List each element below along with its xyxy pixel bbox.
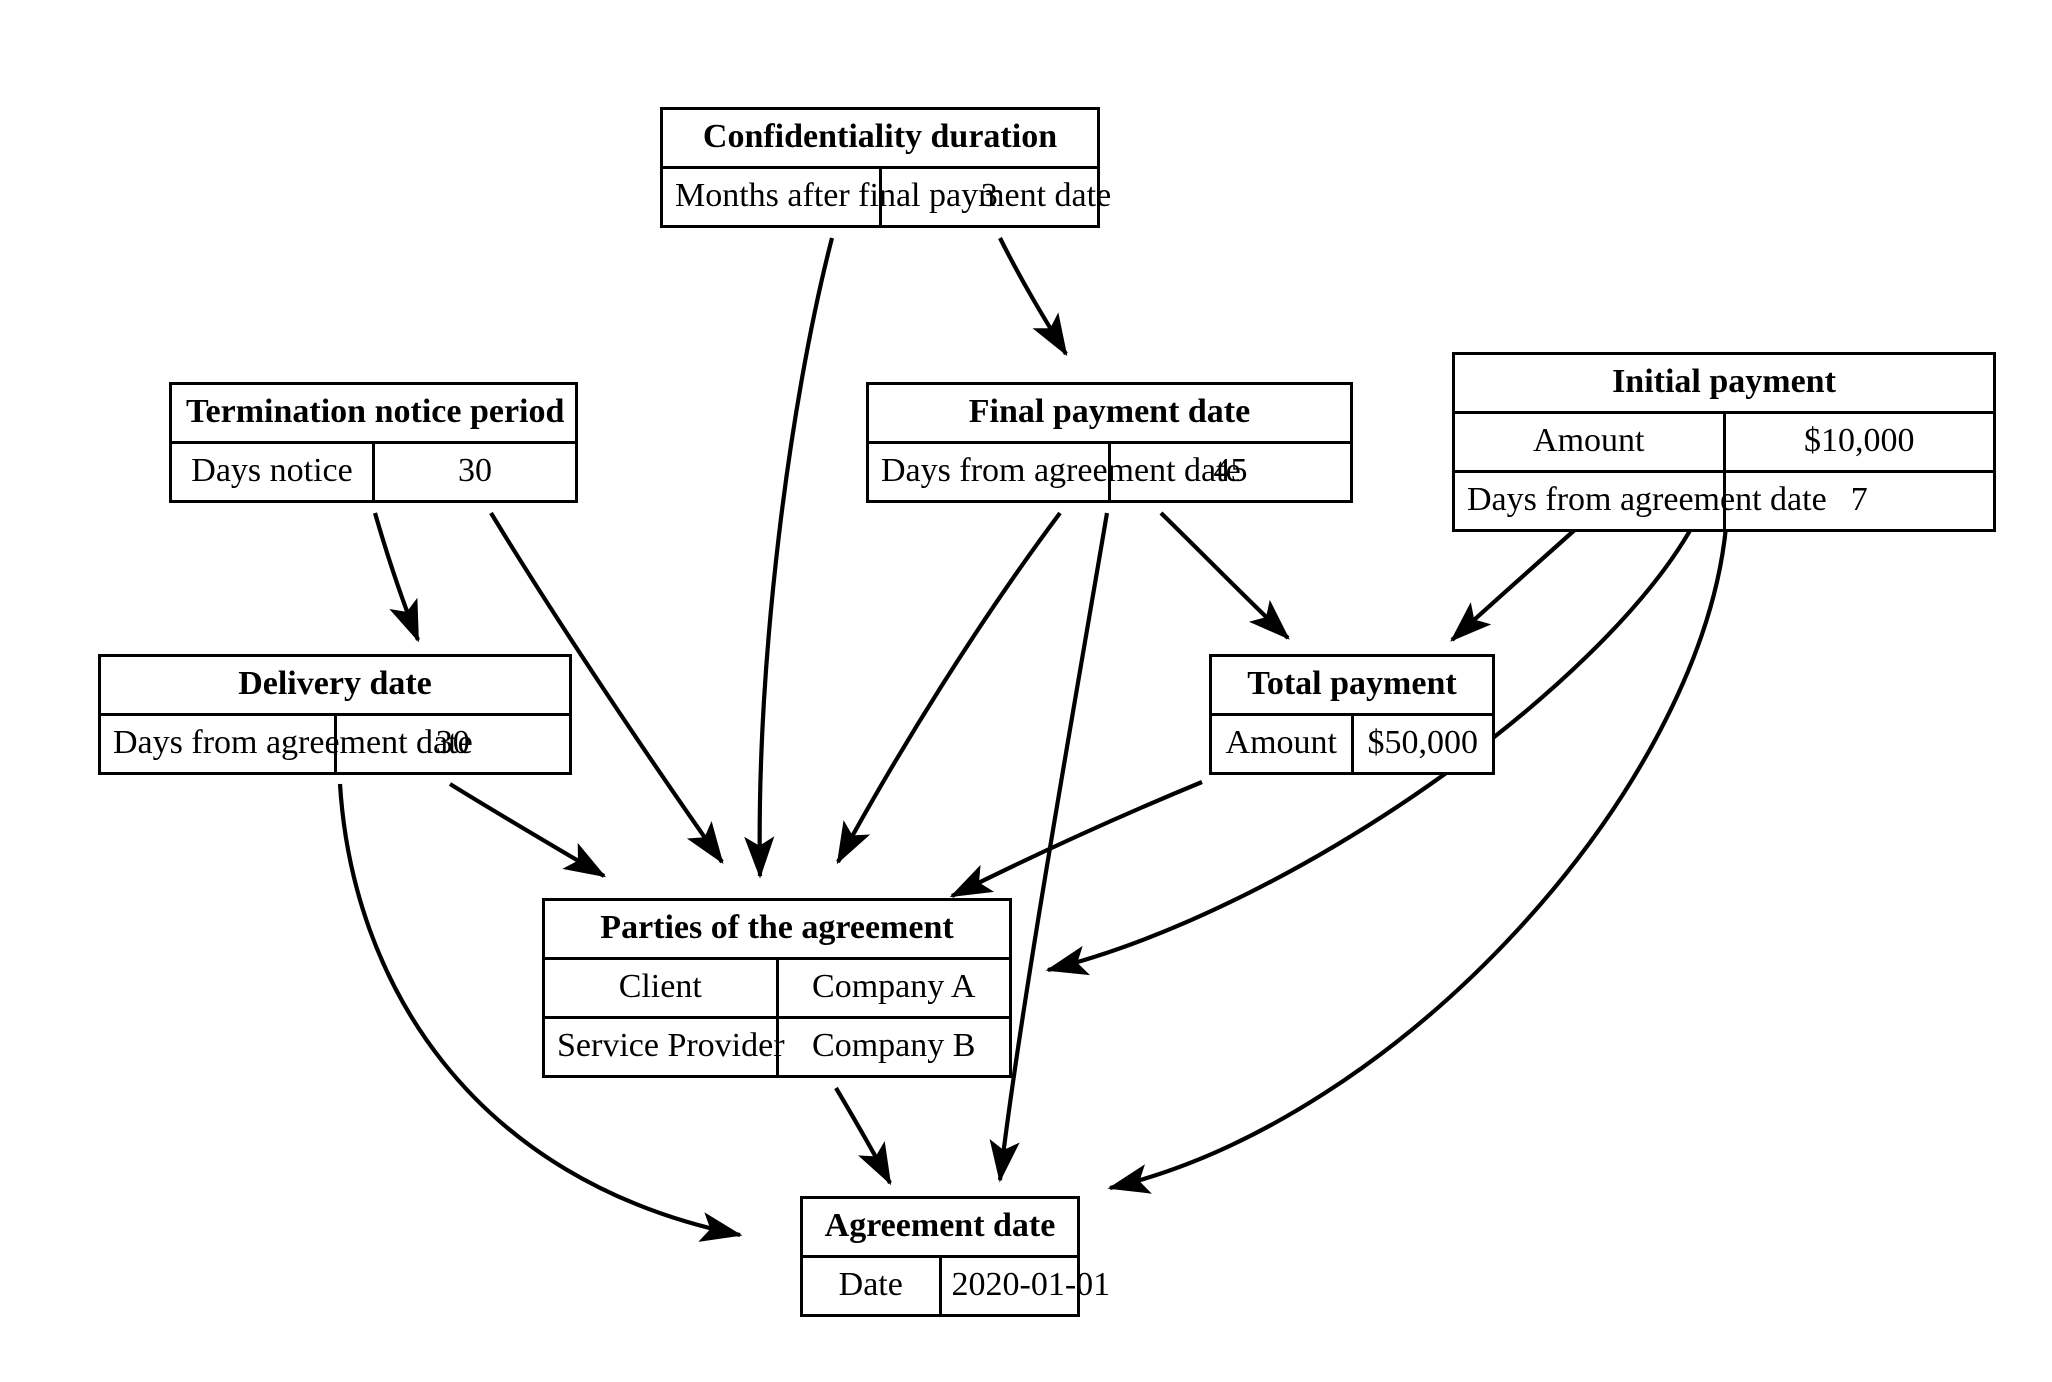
node-total-payment[interactable]: Total payment Amount $50,000 (1209, 654, 1495, 775)
node-title: Agreement date (803, 1199, 1077, 1258)
node-row-value: Company A (775, 958, 1009, 1018)
edge-initial-payment-to-agreement-date (1107, 526, 1729, 1194)
node-delivery-date[interactable]: Delivery date Days from agreement date 3… (98, 654, 572, 775)
node-final-payment-date[interactable]: Final payment date Days from agreement d… (866, 382, 1353, 503)
node-row-key: Amount (1533, 422, 1645, 459)
node-row-value: 45 (1108, 442, 1350, 500)
node-row-value: 2020-01-01 (938, 1256, 1110, 1314)
node-row-value: 30 (372, 442, 575, 500)
node-agreement-date[interactable]: Agreement date Date 2020-01-01 (800, 1196, 1110, 1317)
node-parties-of-the-agreement[interactable]: Parties of the agreement Client Company … (542, 898, 1012, 1078)
edge-confidentiality-duration-to-final-payment-date (998, 237, 1068, 357)
edge-final-payment-date-to-parties-of-the-agreement (836, 511, 1062, 865)
edge-parties-of-the-agreement-to-agreement-date (834, 1086, 892, 1186)
node-row-key: Service Provider (545, 1016, 785, 1075)
node-row-key: Date (838, 1266, 903, 1303)
node-row-key: Client (618, 968, 702, 1005)
edge-final-payment-date-to-agreement-date (989, 512, 1110, 1183)
node-row-value: $50,000 (1350, 714, 1492, 772)
edge-total-payment-to-parties-of-the-agreement (949, 780, 1203, 898)
node-confidentiality-duration[interactable]: Confidentiality duration Months after fi… (660, 107, 1112, 228)
edge-termination-notice-period-to-delivery-date (372, 512, 420, 643)
node-row-value: 3 (878, 167, 1097, 225)
edge-confidentiality-duration-to-parties-of-the-agreement (744, 237, 835, 879)
node-title: Confidentiality duration (663, 110, 1097, 169)
node-title: Termination notice period (172, 385, 575, 444)
node-row-key: Days from agreement date (113, 724, 473, 761)
node-row-key: Days notice (191, 452, 353, 489)
node-title: Initial payment (1455, 355, 1993, 414)
node-row-value: $10,000 (1722, 412, 1993, 472)
node-row-value: Company B (775, 1016, 1009, 1075)
node-row-key: Months after final payment date (675, 177, 1112, 214)
edge-final-payment-date-to-total-payment (1159, 511, 1290, 640)
node-title: Total payment (1212, 657, 1492, 716)
node-row-value: 7 (1722, 470, 1993, 529)
node-title: Delivery date (101, 657, 569, 716)
node-row-key: Days from agreement date (881, 452, 1241, 489)
edge-initial-payment-to-total-payment (1450, 525, 1580, 642)
node-row-key: Days from agreement date (1455, 470, 1827, 529)
node-title: Parties of the agreement (545, 901, 1009, 960)
node-title: Final payment date (869, 385, 1350, 444)
edge-delivery-date-to-parties-of-the-agreement (448, 782, 607, 878)
node-initial-payment[interactable]: Initial payment Amount $10,000 Days from… (1452, 352, 1996, 532)
node-row-key: Amount (1225, 724, 1337, 761)
node-termination-notice-period[interactable]: Termination notice period Days notice 30 (169, 382, 578, 503)
